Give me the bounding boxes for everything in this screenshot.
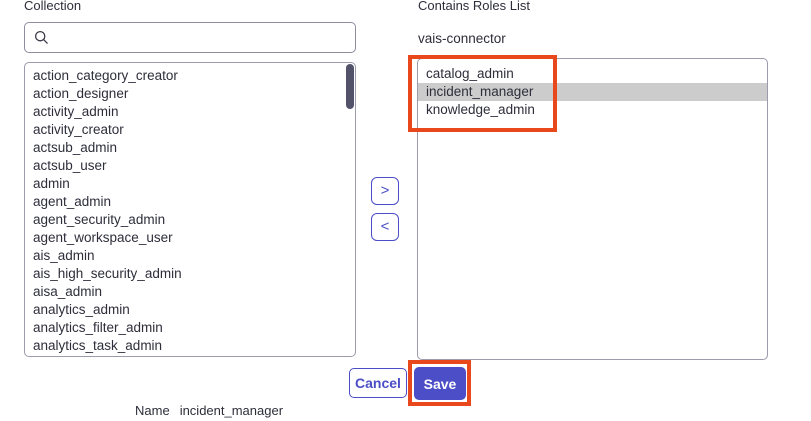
cancel-button[interactable]: Cancel [349, 368, 407, 398]
contains-role-option[interactable]: knowledge_admin [426, 102, 535, 117]
collection-role-option[interactable]: ais_admin [33, 248, 95, 263]
move-left-button[interactable]: < [371, 213, 399, 241]
collection-role-option[interactable]: analytics_viewer [25, 355, 355, 356]
collection-role-option[interactable]: action_category_creator [33, 68, 178, 83]
name-value: incident_manager [179, 403, 284, 418]
collection-role-option[interactable]: analytics_task_admin [33, 338, 163, 353]
chevron-left-icon: < [380, 217, 390, 235]
collection-role-option[interactable]: ais_high_security_admin [33, 266, 182, 281]
collection-role-option[interactable]: agent_security_admin [33, 212, 166, 227]
collection-role-option[interactable]: actsub_admin [33, 140, 118, 155]
collection-role-option[interactable]: agent_workspace_user [33, 230, 173, 245]
collection-role-option[interactable]: action_designer [33, 86, 129, 101]
search-icon [33, 30, 49, 46]
collection-role-option[interactable]: analytics_filter_admin [33, 320, 163, 335]
collection-role-option[interactable]: activity_admin [33, 104, 119, 119]
group-name-label: vais-connector [418, 31, 506, 46]
collection-scrollbar-thumb[interactable] [346, 64, 354, 109]
save-button[interactable]: Save [414, 367, 466, 400]
contains-roles-title: Contains Roles List [418, 0, 530, 13]
collection-role-option[interactable]: agent_admin [33, 194, 112, 209]
collection-search-box[interactable] [24, 22, 356, 53]
collection-role-option[interactable]: aisa_admin [33, 284, 103, 299]
collection-role-option[interactable]: analytics_admin [33, 302, 130, 317]
contains-role-option[interactable]: catalog_admin [426, 66, 514, 81]
collection-search-input[interactable] [49, 23, 355, 52]
collection-role-option[interactable]: admin [33, 176, 70, 191]
name-row: Name incident_manager [135, 403, 283, 419]
collection-role-option[interactable]: actsub_user [33, 158, 107, 173]
name-label: Name [135, 403, 170, 418]
chevron-right-icon: > [380, 181, 390, 199]
contains-role-option[interactable]: incident_manager [418, 83, 767, 101]
collection-role-option[interactable]: activity_creator [33, 122, 124, 137]
move-right-button[interactable]: > [371, 177, 399, 205]
collection-title: Collection [24, 0, 82, 13]
